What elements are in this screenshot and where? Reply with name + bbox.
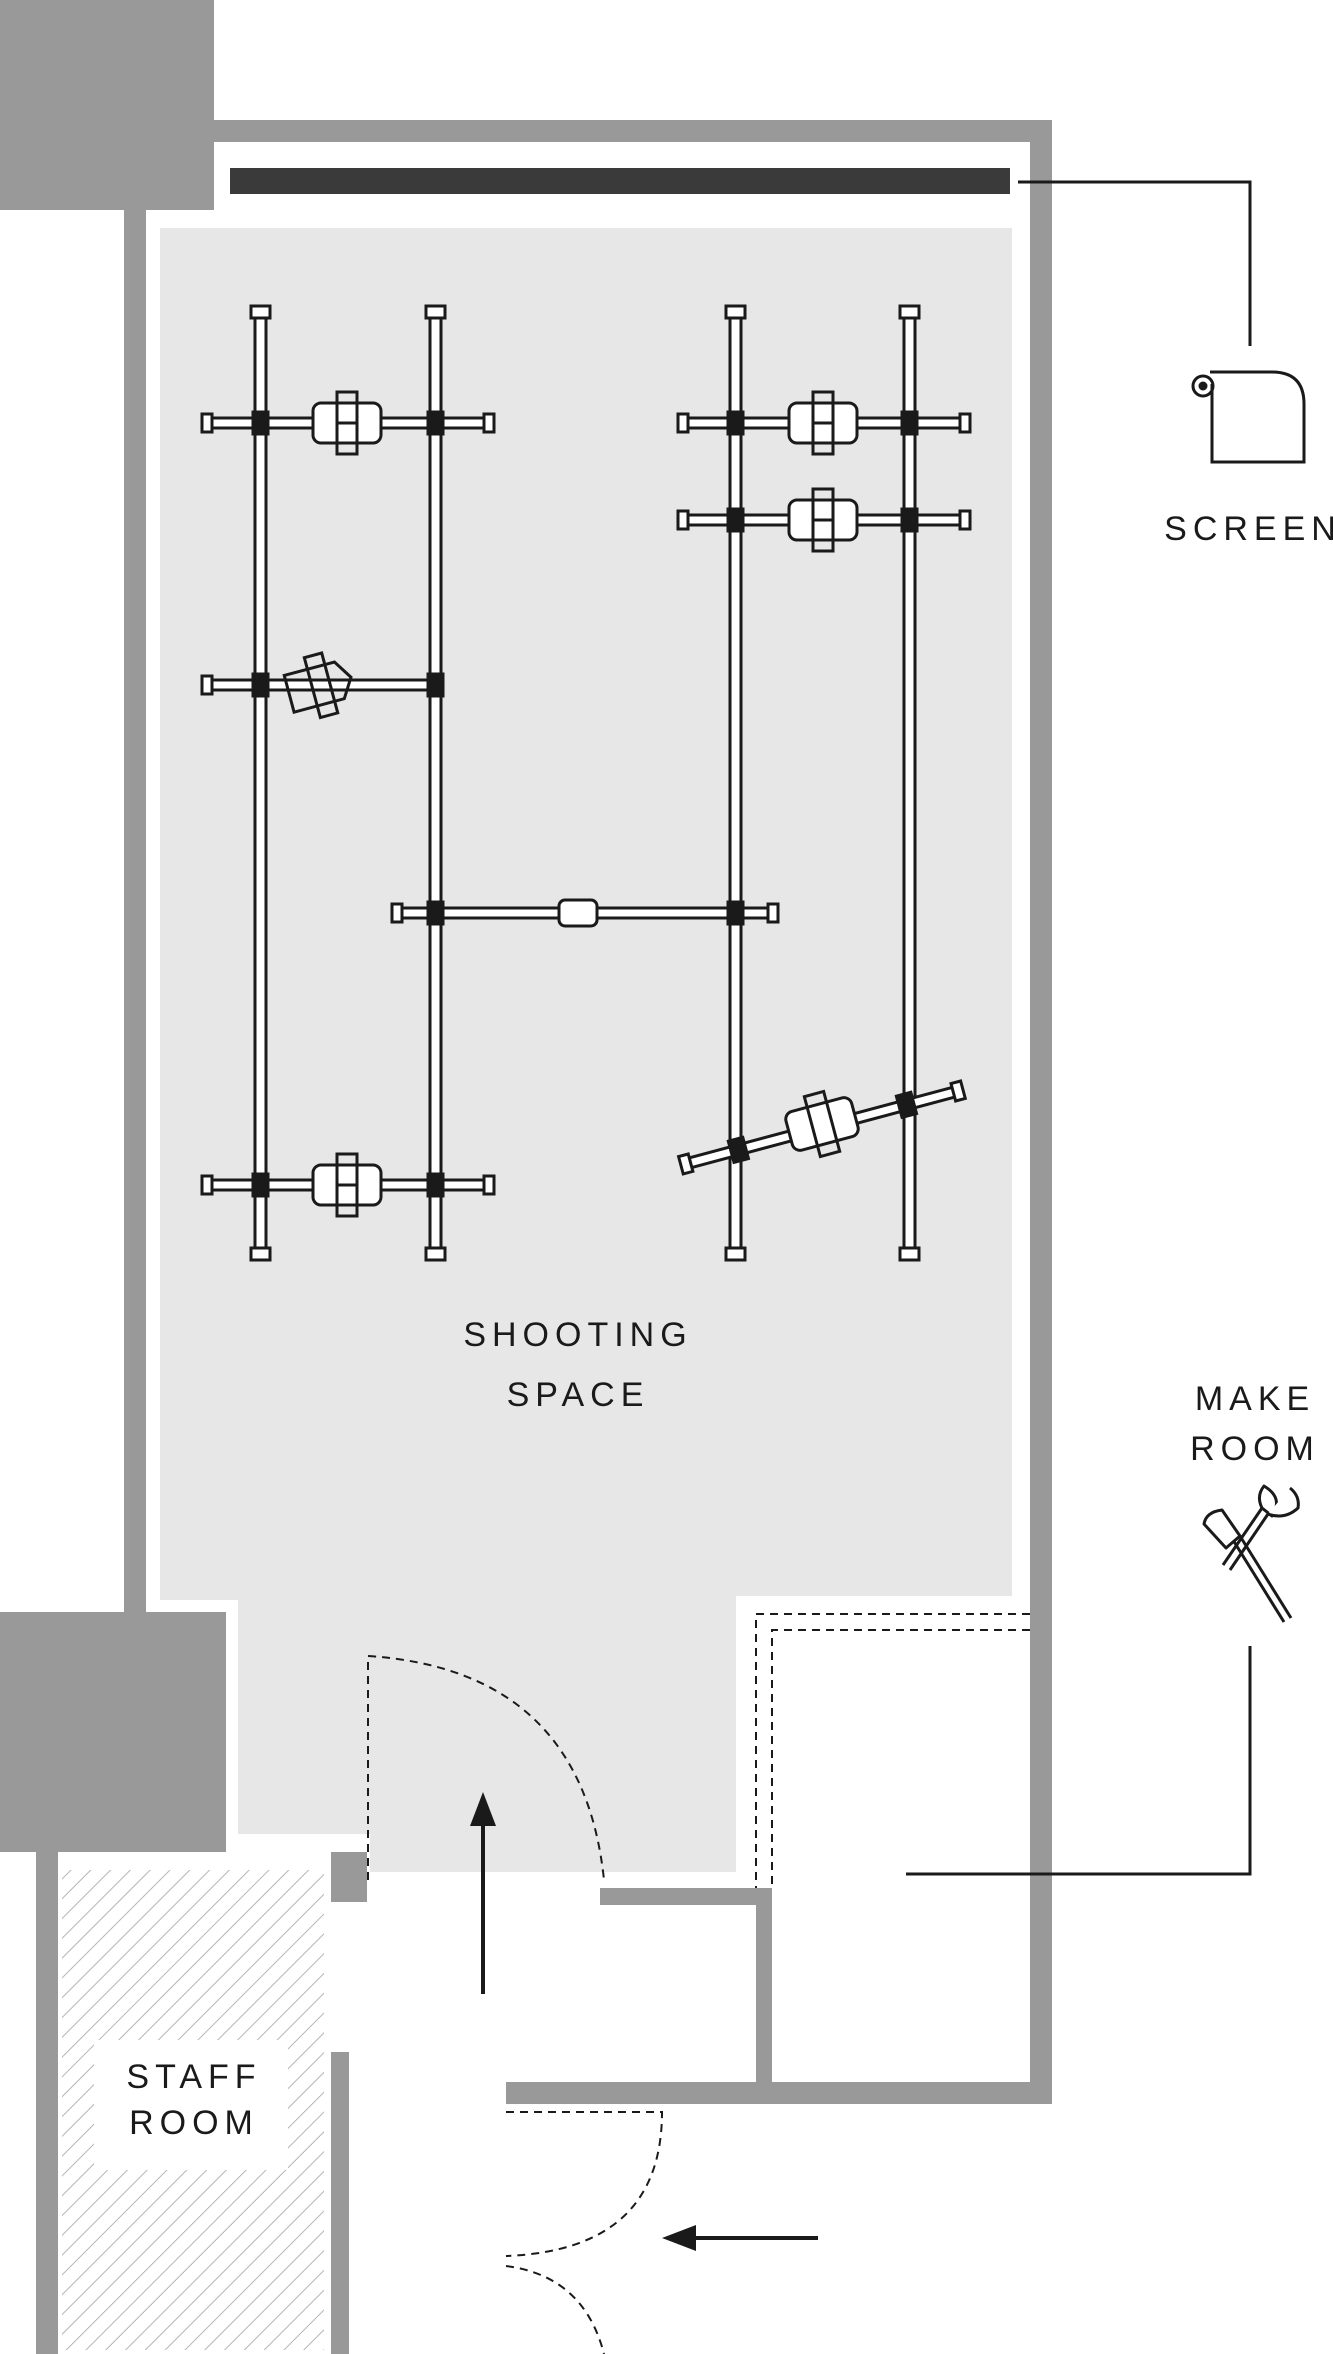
light-head-3 — [311, 1152, 383, 1218]
light-head-2 — [282, 651, 353, 720]
light-head-6 — [557, 898, 599, 928]
shooting-door-swing — [367, 1654, 605, 1881]
light-head-4 — [787, 390, 859, 456]
light-stand-rigs — [200, 304, 972, 1262]
make-room-label-line2: ROOM — [1190, 1430, 1320, 1468]
crossed-makeup-brushes-icon — [1202, 1484, 1300, 1623]
make-room-wall — [756, 1888, 772, 2104]
shooting-space-label-line2: SPACE — [507, 1376, 650, 1414]
bottom-wall — [506, 2082, 1052, 2104]
staff-left-wall — [36, 1852, 58, 2354]
screen-label: SCREEN — [1164, 510, 1333, 548]
paper-backdrop-roll-icon — [1191, 370, 1306, 464]
left-wall — [124, 210, 146, 1612]
staff-room-label-line1: STAFF — [126, 2058, 261, 2096]
crossbar-2 — [200, 672, 445, 698]
light-head-5 — [787, 487, 859, 553]
screen-bar — [230, 168, 1010, 194]
entrance-stub-wall — [331, 1852, 367, 1902]
right-wall — [1030, 120, 1052, 2104]
vertical-poles — [249, 304, 921, 1262]
entrance-door-swing-lower — [505, 2265, 605, 2354]
light-head-7 — [784, 1089, 860, 1159]
walls — [0, 0, 1052, 2354]
shooting-bottom-wall — [600, 1888, 770, 1905]
shooting-space-label-line1: SHOOTING — [463, 1316, 692, 1354]
make-room-label-line1: MAKE — [1195, 1380, 1315, 1418]
light-head-1 — [311, 390, 383, 456]
entry-arrow-up-icon — [470, 1792, 496, 1994]
shooting-space-floor — [160, 228, 1012, 1872]
top-wall — [214, 120, 1050, 142]
staff-room-label-line2: ROOM — [129, 2104, 259, 2142]
screen-leader-line — [1018, 180, 1252, 346]
make-room-dashed-curtain — [755, 1613, 1030, 1888]
make-room-leader-line — [906, 1646, 1252, 1876]
staff-right-wall — [331, 2052, 349, 2354]
entrance-door-swing-upper — [505, 2111, 664, 2257]
entry-arrow-left-icon — [662, 2225, 818, 2251]
staff-room-label-bg — [94, 2040, 288, 2170]
top-left-column — [0, 0, 214, 210]
bottom-left-column — [0, 1612, 226, 1852]
